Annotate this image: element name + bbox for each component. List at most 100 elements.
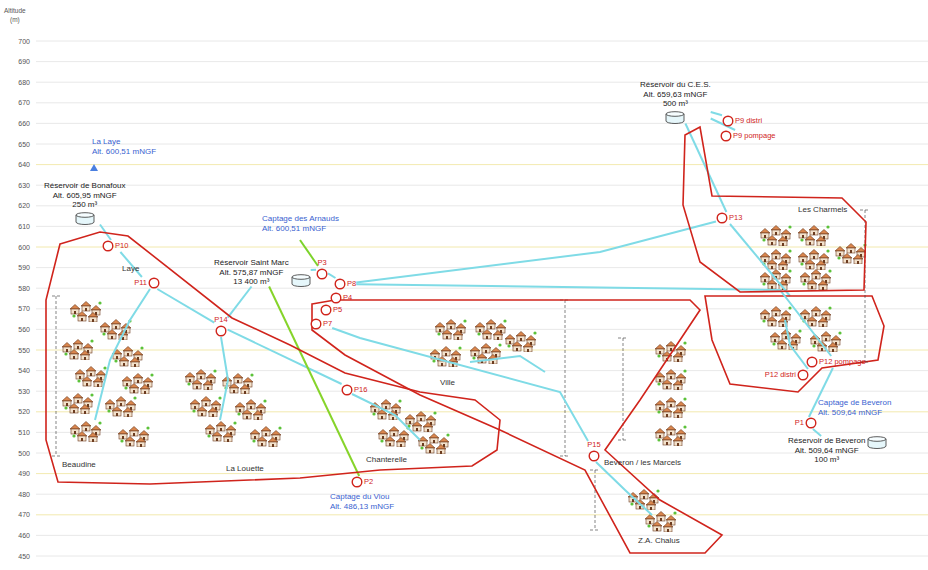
point-label: P14 <box>214 316 227 324</box>
measure-point: P12 distri <box>765 369 809 381</box>
measure-point: P2 <box>351 476 373 488</box>
zone-region: Les CharmelsP13 <box>678 122 870 297</box>
measure-point-circle <box>330 292 342 304</box>
measure-point: P14 <box>214 316 227 337</box>
axis-value: 700 <box>2 37 30 46</box>
measure-point-circle <box>351 476 363 488</box>
measure-point-circle <box>334 278 346 290</box>
reservoir-text: 250 m³ <box>72 200 97 210</box>
axis-value: 500 <box>2 449 30 458</box>
axis-value: 450 <box>2 552 30 561</box>
reservoir: Réservoir de BeveronAlt. 509,64 mNGF100 … <box>788 436 887 465</box>
water-pipe <box>120 252 141 277</box>
zone-name: Ville <box>440 378 455 387</box>
zone-name: Chanterelle <box>366 455 407 464</box>
intake-label: Alt. 600,51 mNGF <box>262 224 326 233</box>
reservoir-text: Alt. 575,87 mNGF <box>219 268 283 278</box>
water-pipe <box>157 289 214 323</box>
axis-value: 570 <box>2 304 30 313</box>
point-label: P12 distri <box>765 371 796 379</box>
axis-value: 490 <box>2 469 30 478</box>
reservoir-caption: Réservoir du C.E.S.Alt. 659,63 mNGF500 m… <box>640 80 711 109</box>
zone-outline <box>305 295 727 557</box>
point-label: P8 <box>347 280 356 288</box>
water-pipe <box>328 273 336 278</box>
axis-value: 520 <box>2 407 30 416</box>
axis-value: 530 <box>2 387 30 396</box>
intake-label: Alt. 486,13 mNGF <box>330 502 394 511</box>
axis-value: 680 <box>2 78 30 87</box>
intake-marker <box>90 164 98 171</box>
reservoir-tank-icon <box>291 274 311 287</box>
intake-pipe <box>269 287 359 477</box>
axis-value: 690 <box>2 57 30 66</box>
zone-name: Z.A. Chalus <box>638 536 680 545</box>
measure-point-circle <box>588 450 600 462</box>
point-label: P5 <box>333 306 342 314</box>
reservoir-text: Réservoir du C.E.S. <box>640 80 711 90</box>
axis-value: 660 <box>2 119 30 128</box>
measure-point: P3 <box>316 259 328 280</box>
measure-point: P1 <box>795 417 817 429</box>
reservoir-text: Réservoir de Bonafoux <box>44 181 125 191</box>
measure-point-circle <box>805 417 817 429</box>
altitude-grid <box>36 41 928 556</box>
water-pipe <box>228 330 342 384</box>
reservoir-text: Réservoir de Beveron <box>788 436 865 446</box>
axis-value: 610 <box>2 222 30 231</box>
axis-value: 540 <box>2 366 30 375</box>
water-pipe <box>685 124 726 213</box>
axis-value: 640 <box>2 160 30 169</box>
intake-label: La Laye <box>92 137 120 146</box>
axis-value: 470 <box>2 510 30 519</box>
reservoir-tank-icon <box>867 436 887 449</box>
measure-point-circle <box>722 115 734 127</box>
axis-title: Altitude <box>4 6 26 15</box>
axis-title: (m) <box>10 15 20 24</box>
zone-name: La Louette <box>226 464 264 473</box>
measure-point: P12 pompage <box>806 356 866 368</box>
reservoir: Réservoir de BonafouxAlt. 605,95 mNGF250… <box>44 181 125 225</box>
measure-point: P9 distri <box>722 115 762 127</box>
measure-point: P5 <box>320 304 342 316</box>
intake-label: Alt. 600,51 mNGF <box>92 147 156 156</box>
reservoir-text: Réservoir Saint Marc <box>214 258 289 268</box>
measure-point: P13 <box>716 212 742 224</box>
water-pipe <box>332 328 588 441</box>
measure-point-circle <box>320 304 332 316</box>
zone-region: VilleZ.A. Chalus <box>305 295 727 557</box>
point-label: P10 <box>115 242 128 250</box>
point-label: P16 <box>354 386 367 394</box>
point-label: P12 pompage <box>819 358 866 366</box>
measure-point-circle <box>806 356 818 368</box>
zone-name: Beaudine <box>62 460 96 469</box>
axis-value: 630 <box>2 181 30 190</box>
measure-point-circle <box>797 369 809 381</box>
intake-label: Captage du Viou <box>330 492 389 501</box>
water-pipe <box>228 287 252 318</box>
water-pipe <box>813 429 821 436</box>
zone-outline <box>705 296 884 392</box>
axis-value: 670 <box>2 98 30 107</box>
axis-value: 650 <box>2 140 30 149</box>
house-clusters <box>62 225 867 532</box>
reservoir-tank-icon <box>75 212 95 225</box>
point-label: P3 <box>317 259 326 267</box>
measure-point: P9 pompage <box>720 130 776 142</box>
point-label: P1 <box>795 419 804 427</box>
point-label: P2 <box>364 478 373 486</box>
reservoir-caption: Réservoir Saint MarcAlt. 575,87 mNGF13 4… <box>214 258 289 287</box>
intake-label: Alt. 509,64 mNGF <box>818 408 882 417</box>
measure-point: P15 <box>587 441 600 462</box>
reservoir: Réservoir du C.E.S.Alt. 659,63 mNGF500 m… <box>640 80 711 124</box>
point-label: P9 distri <box>735 117 762 125</box>
dimension-bracket <box>52 210 870 530</box>
measure-point-circle <box>102 240 114 252</box>
distribution-pipes <box>95 224 808 515</box>
reservoir-tank-icon <box>665 111 685 124</box>
water-pipe <box>311 269 316 271</box>
reservoir-text: Alt. 509,64 mNGF <box>795 446 859 456</box>
reservoir-caption: Réservoir de BeveronAlt. 509,64 mNGF100 … <box>788 436 865 465</box>
point-label: P9 pompage <box>733 132 776 140</box>
reservoir-text: Alt. 659,63 mNGF <box>643 90 707 100</box>
